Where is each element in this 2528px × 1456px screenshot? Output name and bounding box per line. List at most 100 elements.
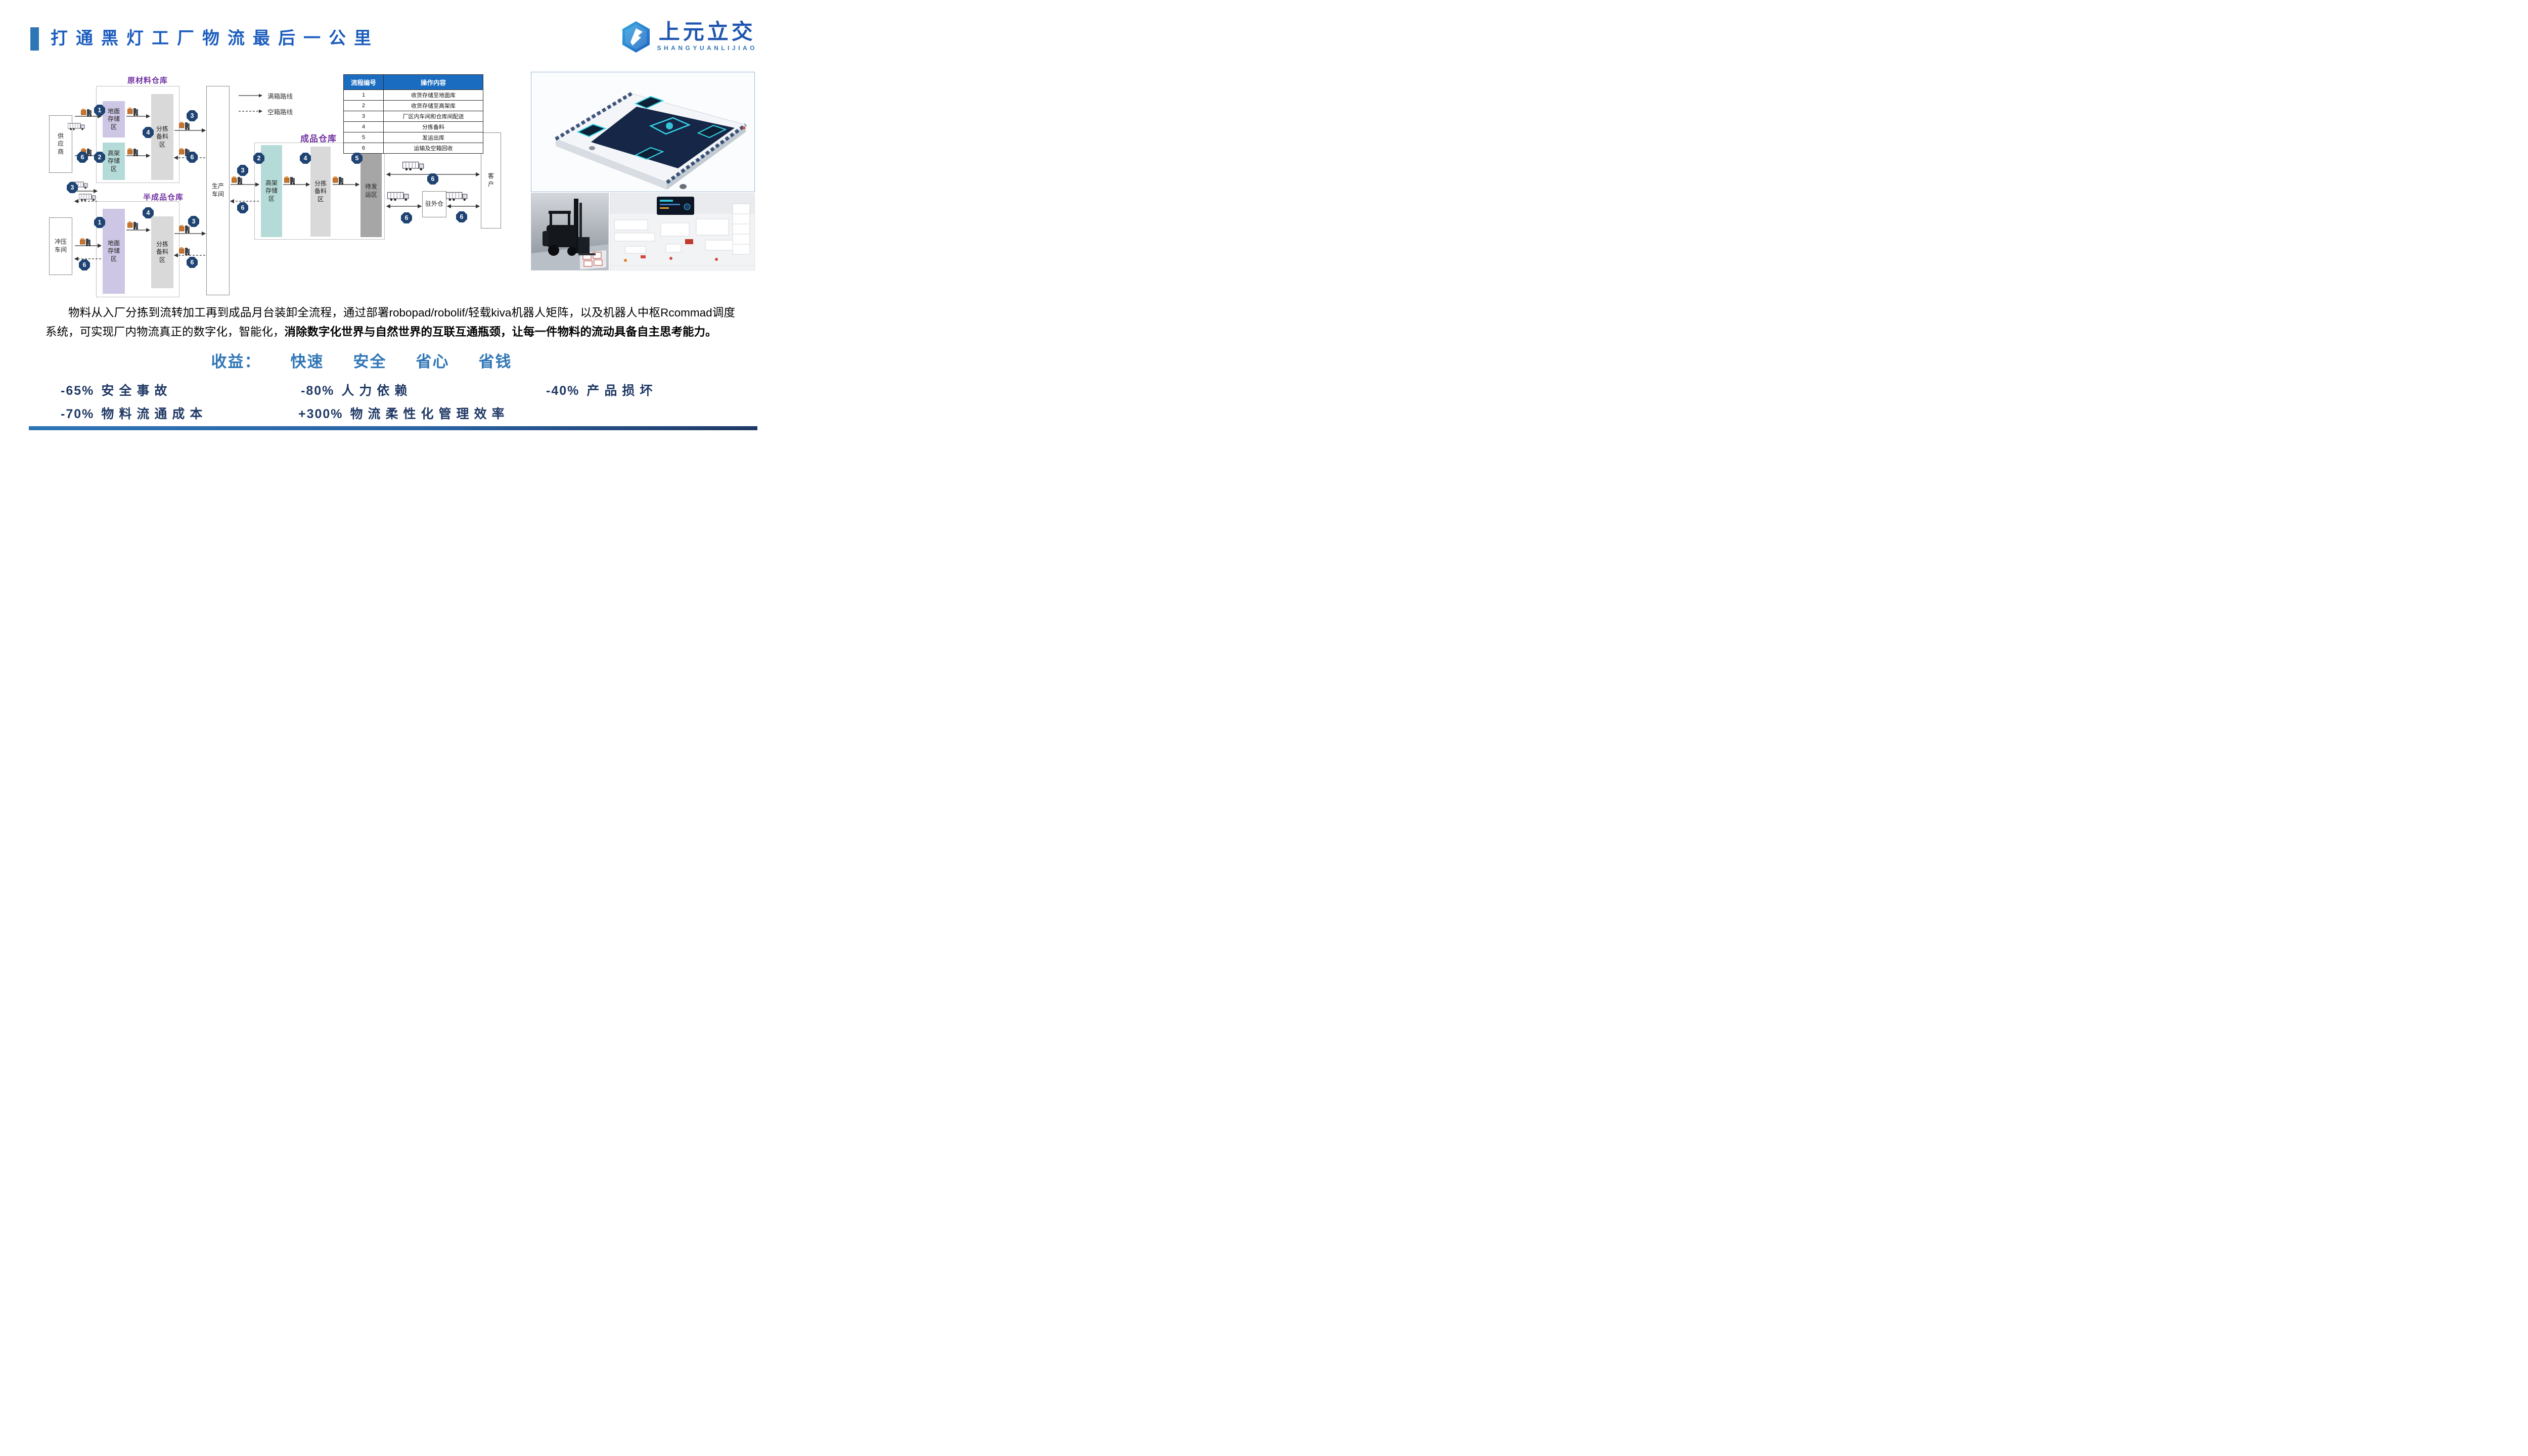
raw-sorting-box: 分拣备料区	[151, 94, 173, 180]
step-badge-4: 4	[300, 153, 311, 164]
raw-ground-storage-box: 地面存储区	[103, 101, 125, 138]
brand-latin: SHANGYUANLIJIAO	[657, 44, 757, 52]
external-warehouse-box: 驻外仓	[422, 191, 446, 217]
truck-icon	[67, 122, 86, 133]
stat-label: 安全事故	[101, 384, 172, 398]
stamping-label: 冲压车间	[54, 238, 67, 253]
raw-rack-storage-box: 高架存储区	[103, 143, 125, 180]
truck-icon	[402, 161, 426, 173]
raw-warehouse-title: 原材料仓库	[127, 76, 168, 85]
stat-value: -65%	[61, 384, 95, 398]
empty-route-label: 空箱路线	[267, 109, 293, 116]
stat-label: 物流柔性化管理效率	[350, 407, 510, 421]
table-cell: 收货存储至高架库	[383, 100, 483, 111]
finished-sorting-label: 分拣备料区	[314, 179, 327, 203]
step-badge-1: 1	[94, 217, 105, 228]
title-accent-bar	[30, 27, 39, 51]
step-badge-6: 6	[237, 202, 248, 213]
step-badge-6: 6	[456, 211, 467, 222]
benefit-item-safe: 安全	[353, 353, 387, 371]
brand-hexagon-icon	[620, 20, 652, 56]
step-badge-3: 3	[67, 182, 78, 193]
supplier-label: 供应商	[57, 132, 64, 155]
customer-label: 客户	[487, 172, 494, 188]
table-cell: 5	[343, 132, 384, 143]
empty-route-arrow-icon	[239, 108, 263, 115]
finished-warehouse-title: 成品仓库	[300, 134, 337, 144]
step-badge-5: 5	[351, 153, 363, 164]
raw-ground-storage-label: 地面存储区	[107, 107, 120, 130]
stat-value: -40%	[546, 384, 580, 398]
stat-label: 人力依赖	[341, 384, 413, 398]
table-cell: 厂区内车间和仓库间配送	[383, 111, 483, 122]
benefits-label: 收益：	[211, 353, 261, 371]
robot-pad-image	[531, 72, 755, 192]
semi-ground-storage-box: 地面存储区	[103, 209, 125, 294]
step-badge-3: 3	[237, 165, 248, 176]
staging-box: 待发运区	[360, 145, 382, 237]
step-badge-6: 6	[187, 152, 198, 163]
stat-labor-dependence: -80%人力依赖	[301, 381, 412, 399]
forklift-icon	[178, 247, 191, 258]
brand-logo: 上元立交 SHANGYUANLIJIAO	[620, 20, 757, 56]
forklift-icon	[127, 148, 140, 159]
step-badge-6: 6	[187, 257, 198, 268]
forklift-icon	[178, 224, 191, 236]
finished-sorting-box: 分拣备料区	[310, 147, 331, 237]
table-cell: 1	[343, 89, 384, 101]
forklift-icon	[127, 221, 140, 232]
stamping-box: 冲压车间	[49, 217, 72, 275]
benefit-item-saving: 省钱	[478, 353, 512, 371]
warehouse-render-image	[610, 193, 755, 270]
production-box: 生产车间	[206, 86, 230, 295]
step-badge-3: 3	[187, 110, 198, 121]
step-badge-4: 4	[143, 207, 154, 218]
staging-label: 待发运区	[365, 183, 377, 198]
semi-sorting-label: 分拣备料区	[156, 240, 168, 263]
stat-label: 物料流通成本	[101, 407, 208, 421]
forklift-icon	[127, 107, 140, 118]
bottom-accent-bar	[29, 426, 757, 430]
table-cell: 4	[343, 121, 384, 132]
stat-value: +300%	[298, 407, 343, 421]
step-badge-6: 6	[401, 212, 412, 223]
brand-name: 上元立交	[658, 20, 756, 43]
table-cell: 3	[343, 111, 384, 122]
forklift-icon	[79, 238, 92, 249]
table-cell: 运输及空箱回收	[383, 143, 483, 154]
finished-rack-storage-label: 高架存储区	[265, 179, 278, 202]
table-cell: 分拣备料	[383, 121, 483, 132]
finished-rack-storage-box: 高架存储区	[261, 145, 282, 237]
step-badge-6: 6	[79, 259, 90, 270]
stat-value: -70%	[61, 407, 95, 421]
production-label: 生产车间	[211, 183, 224, 198]
benefits-row: 收益： 快速 安全 省心 省钱	[0, 349, 723, 372]
description-bold: 消除数字化世界与自然世界的互联互通瓶颈，让每一件物料的流动具备自主思考能力。	[284, 325, 717, 338]
truck-icon	[387, 191, 411, 204]
semi-sorting-box: 分拣备料区	[151, 216, 173, 288]
semi-ground-storage-label: 地面存储区	[107, 239, 120, 262]
step-badge-3: 3	[188, 216, 199, 227]
table-cell: 2	[343, 100, 384, 111]
benefit-item-fast: 快速	[290, 353, 324, 371]
truck-icon	[445, 191, 469, 204]
benefit-item-worryfree: 省心	[416, 353, 449, 371]
table-cell: 发运出库	[383, 132, 483, 143]
forklift-robot-image	[531, 193, 609, 270]
stat-flexibility-efficiency: +300% 物流柔性化管理效率	[298, 404, 510, 422]
stat-label: 产品损坏	[586, 384, 658, 398]
table-header-operation: 操作内容	[383, 74, 483, 90]
stat-product-damage: -40% 产品损坏	[546, 381, 657, 399]
route-legend: 满箱路线 空箱路线	[239, 91, 293, 122]
forklift-icon	[231, 176, 244, 187]
description-normal: 物料从入厂分拣到流转加工再到成品月台装卸全流程，通过部署robopad/robo…	[46, 306, 735, 338]
semi-warehouse-title: 半成品仓库	[143, 193, 184, 202]
stat-safety-incidents: -65% 安全事故	[61, 381, 172, 399]
customer-box: 客户	[481, 132, 501, 229]
